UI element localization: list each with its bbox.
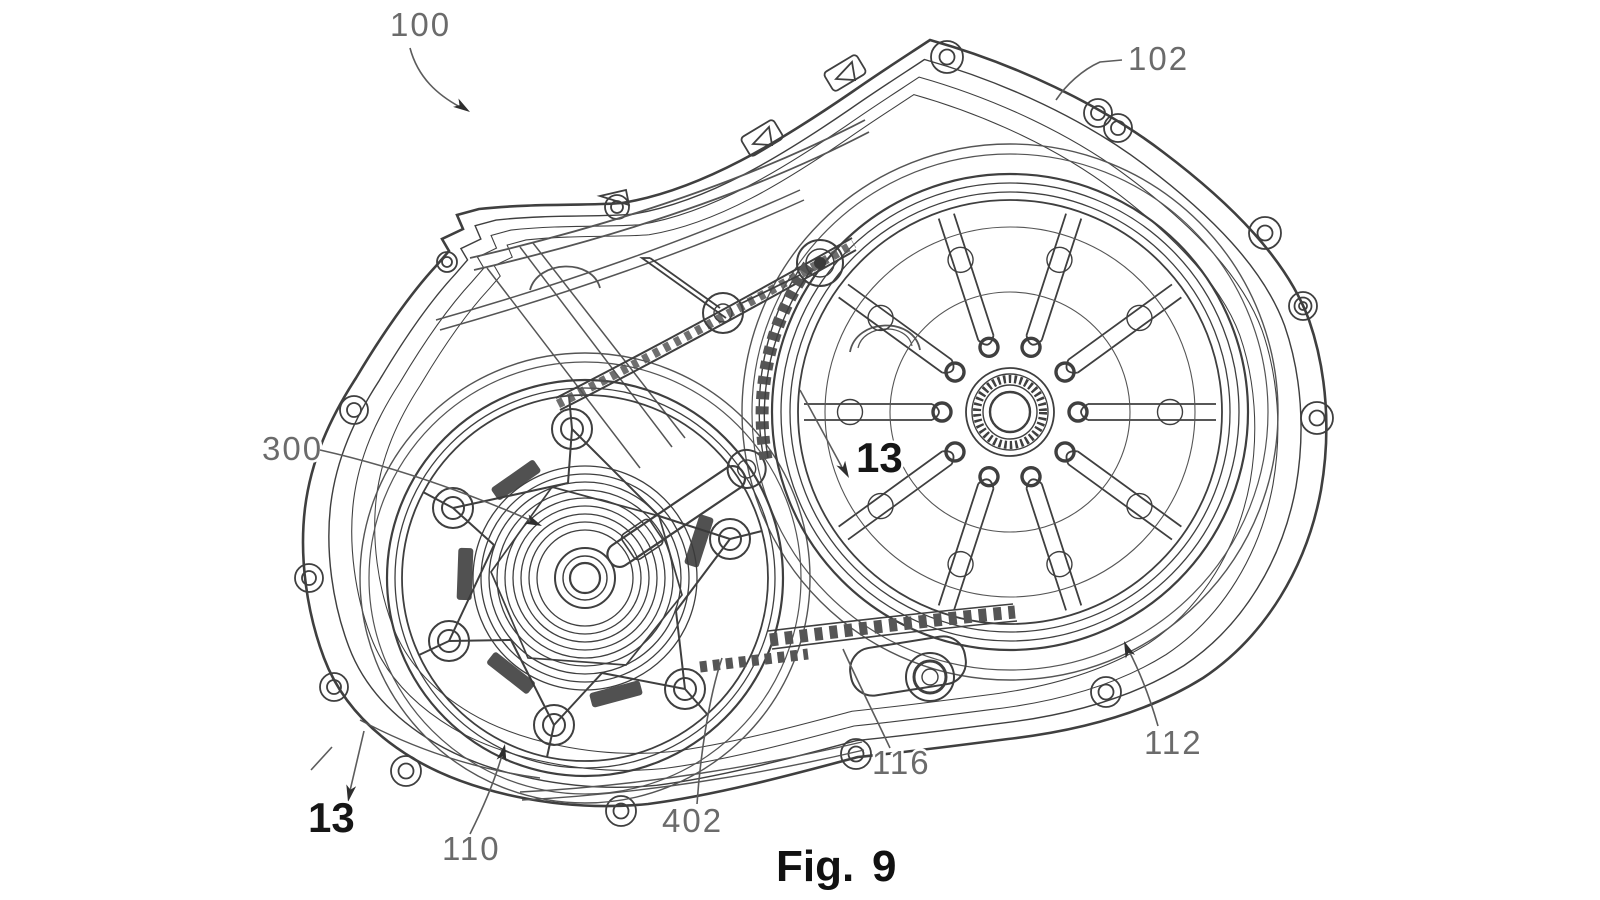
drive-belt (555, 237, 1018, 673)
ref-112: 112 (1124, 641, 1203, 764)
ref-116: 116 (842, 648, 931, 784)
ref-112-label: 112 (1144, 724, 1203, 761)
caption-number: 9 (872, 842, 896, 891)
ref-110-label: 110 (442, 830, 501, 867)
section-13-bottom: 13 (306, 730, 365, 844)
ref-100: 100 (388, 4, 470, 112)
ref-102-label: 102 (1128, 40, 1189, 77)
pulley-wheel (770, 172, 1250, 652)
rotor-wheel (385, 378, 785, 778)
ref-110: 110 (440, 744, 507, 870)
pulley-hub (965, 367, 1055, 457)
ref-300: 300 (260, 428, 542, 526)
casing-interior-ribs (359, 119, 921, 801)
ref-100-label: 100 (390, 6, 451, 43)
rotor-magnet-segments (456, 460, 714, 708)
ref-102: 102 (1055, 38, 1190, 101)
figure-caption: Fig. 9 (776, 842, 896, 891)
casing-wheel-bores (359, 143, 1279, 804)
ref-402: 402 (660, 657, 724, 842)
casing-top-brackets (596, 54, 867, 207)
section-13-mid: 13 (799, 389, 905, 484)
belt-tensioner-lower (849, 635, 967, 702)
pulley-spokes (802, 210, 1218, 614)
reference-annotations: 100 102 300 13 13 112 (260, 4, 1204, 870)
ref-116-label: 116 (872, 744, 931, 781)
ref-13-bottom-label: 13 (308, 794, 355, 841)
ref-402-label: 402 (662, 802, 723, 839)
casing-outline (301, 38, 1328, 808)
ref-13-mid-label: 13 (856, 434, 903, 481)
rotor-coil (472, 465, 698, 691)
ref-300-label: 300 (262, 430, 323, 467)
casing-bolt-lugs (294, 40, 1334, 827)
belt-tensioner-upper (639, 239, 844, 334)
caption-prefix: Fig. (776, 842, 854, 891)
rotor-web (418, 395, 767, 758)
